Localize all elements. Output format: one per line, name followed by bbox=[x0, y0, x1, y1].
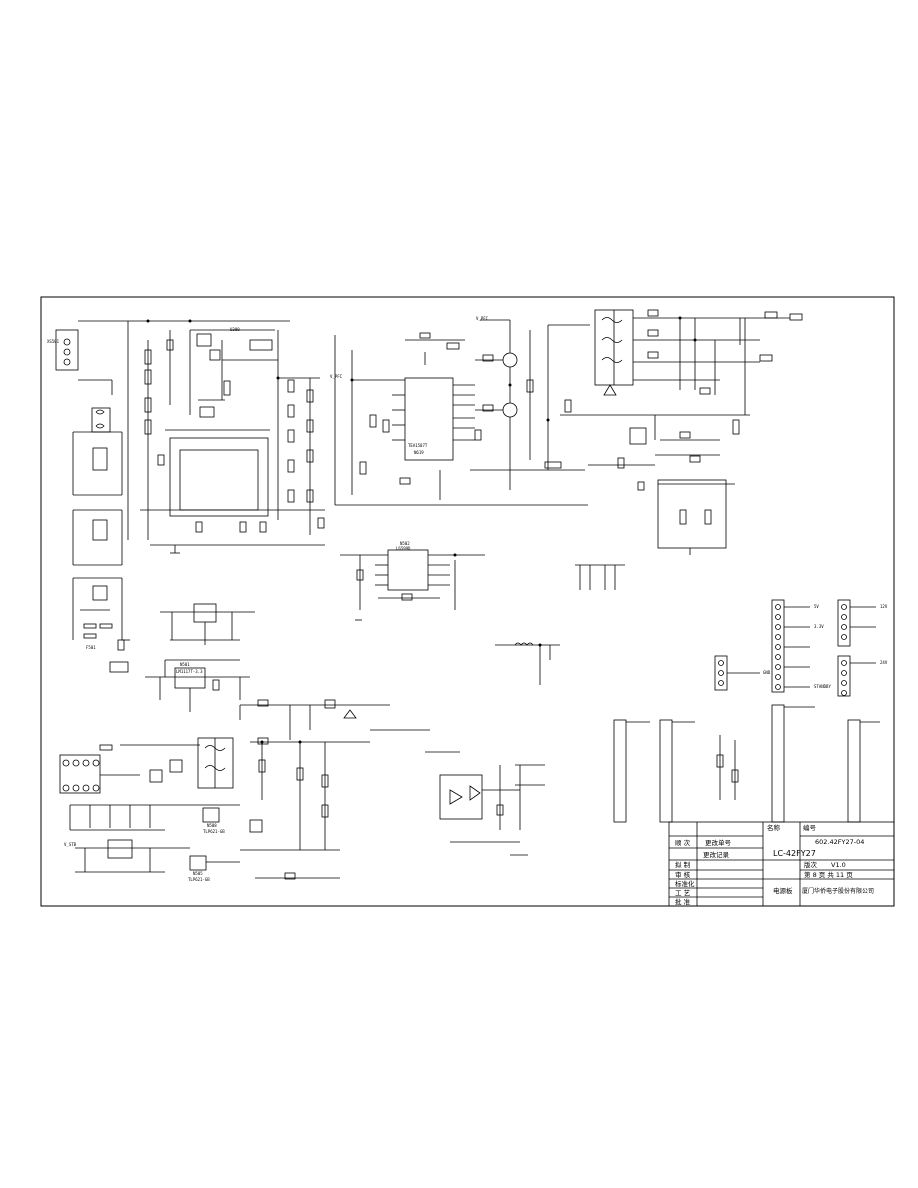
label-opto-2: N505 bbox=[193, 871, 203, 876]
flyback-controller-section bbox=[334, 319, 590, 506]
tb-row-2: 标准化 bbox=[675, 880, 695, 888]
tb-model: LC-42FY27 bbox=[773, 849, 816, 858]
mosfet-q2 bbox=[502, 402, 518, 418]
junction-dots bbox=[146, 316, 697, 744]
rail-label-5v: 5V bbox=[814, 604, 819, 609]
tb-row-0: 拟 制 bbox=[675, 861, 691, 869]
regulator-section bbox=[145, 603, 255, 712]
optocoupler-n508 bbox=[202, 807, 220, 823]
output-connectors bbox=[613, 599, 880, 823]
tb-row-3: 工 艺 bbox=[675, 889, 691, 897]
tb-row-1: 审 核 bbox=[675, 871, 691, 879]
label-opto-2-part: TLP621-GB bbox=[188, 877, 210, 882]
label-connector-left: XS501 bbox=[47, 339, 60, 344]
misc-middle bbox=[495, 564, 625, 685]
tb-company: 厦门华侨电子股份有限公司 bbox=[802, 888, 875, 895]
regulator-ic-1 bbox=[193, 603, 217, 623]
connector-xs505 bbox=[714, 655, 728, 691]
pfc-section bbox=[127, 321, 325, 554]
rail-label-vstb: V_STB bbox=[64, 842, 77, 847]
optocoupler-n505 bbox=[189, 855, 207, 871]
mosfet-q1 bbox=[502, 352, 518, 368]
tb-version-value: V1.0 bbox=[831, 861, 846, 869]
regulator-ic-3 bbox=[107, 839, 133, 859]
rail-label-standby: STANDBY bbox=[814, 684, 831, 689]
label-fuse: F501 bbox=[86, 645, 96, 650]
optocoupler-feedback bbox=[629, 427, 647, 445]
l6599-ic bbox=[387, 549, 429, 591]
tb-change-record-label: 更改记录 bbox=[703, 851, 729, 859]
tb-name-label: 名称 bbox=[767, 824, 780, 832]
label-ic-main: TEA1507T bbox=[408, 443, 428, 448]
title-block-grid bbox=[668, 821, 895, 907]
opamp-section bbox=[425, 751, 545, 856]
label-opto-1-part: TLP621-GB bbox=[203, 829, 225, 834]
warning-triangle bbox=[603, 384, 617, 396]
rail-label-12v: 12V bbox=[880, 604, 888, 609]
rail-label-vpfc: V_PFC bbox=[476, 316, 489, 321]
standby-section bbox=[59, 737, 240, 873]
label-ic-main-sub: N619 bbox=[414, 450, 424, 455]
rail-label-24v: 24V bbox=[880, 660, 888, 665]
standby-connector bbox=[59, 754, 101, 794]
title-block: 名称 编号 602.42FY27-04 顺 次 更改单号 更改记录 LC-42F… bbox=[669, 822, 894, 906]
tb-row-4: 批 准 bbox=[675, 898, 691, 906]
tb-version-label: 版次 bbox=[804, 861, 817, 869]
label-ic-bottom-mid: N502 bbox=[400, 541, 410, 546]
resonant-controller-section bbox=[340, 549, 485, 621]
label-regulator-part: LM1117T-3.3 bbox=[176, 669, 203, 674]
tb-board-name: 电源板 bbox=[773, 887, 793, 895]
secondary-output-section bbox=[239, 699, 430, 880]
rail-label-3v3: 3.3V bbox=[814, 624, 824, 629]
input-filter-section bbox=[55, 320, 290, 673]
tea1507-ic bbox=[404, 377, 454, 461]
label-ic-upper-left: U300 bbox=[230, 327, 240, 332]
rail-label-gnd: GND bbox=[763, 670, 771, 675]
tb-number-value: 602.42FY27-04 bbox=[815, 838, 865, 846]
connector-xs502 bbox=[771, 599, 785, 693]
tb-sequence-label: 顺 次 bbox=[675, 839, 691, 847]
tb-page-label: 第 8 页 共 11 页 bbox=[804, 871, 853, 879]
sheet-border bbox=[40, 296, 895, 907]
connector-xs508 bbox=[771, 704, 785, 823]
label-regulator: N501 bbox=[180, 662, 190, 667]
connector-xs507 bbox=[659, 719, 673, 823]
pfc-controller-ic bbox=[179, 449, 259, 511]
label-ic-bottom-mid-part: L6599D bbox=[396, 546, 411, 551]
transformer-section bbox=[560, 309, 803, 555]
tb-change-no-label: 更改单号 bbox=[705, 839, 731, 847]
reference-circuit-box bbox=[657, 479, 727, 549]
label-opto-1: N508 bbox=[207, 823, 217, 828]
opamp-ic bbox=[439, 774, 483, 820]
connector-xs504 bbox=[837, 655, 851, 697]
connector-xs503 bbox=[837, 599, 851, 647]
connector-xs506 bbox=[613, 719, 627, 823]
label-pfc: V_PFC bbox=[330, 374, 343, 379]
standby-transformer bbox=[197, 737, 234, 789]
connector-xs509 bbox=[847, 719, 861, 823]
tb-number-label: 编号 bbox=[803, 824, 816, 832]
